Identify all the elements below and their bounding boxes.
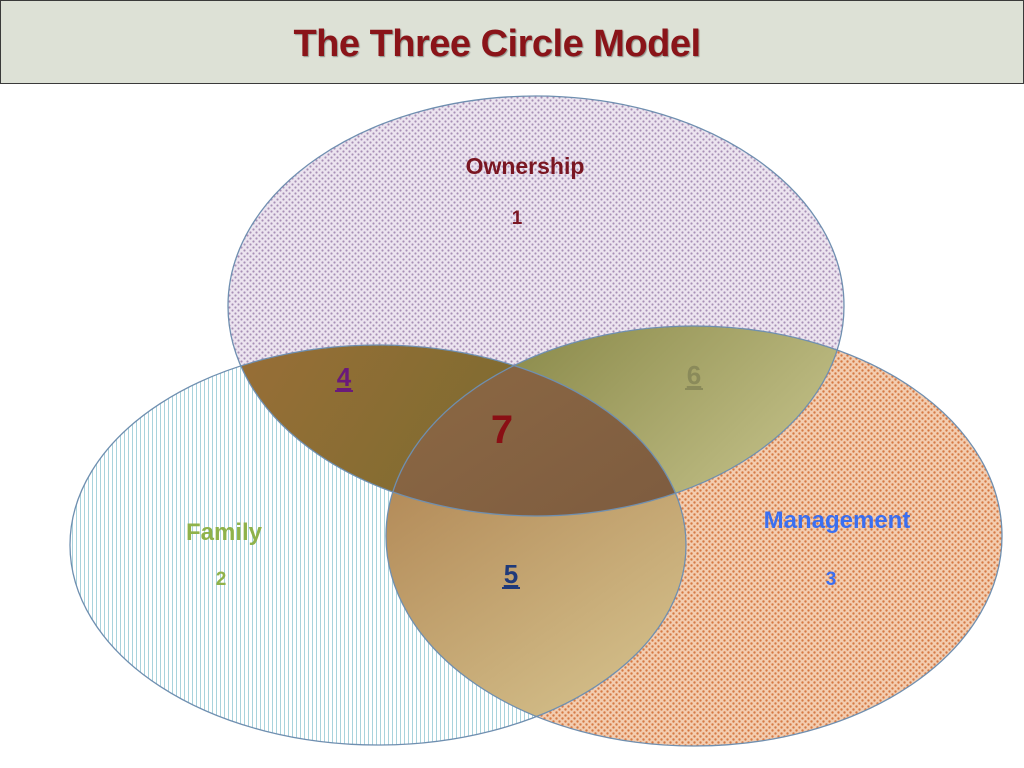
management-label: Management (764, 507, 911, 534)
overlap-all-three (386, 345, 686, 516)
family-circle-outline (69, 344, 687, 746)
management-circle-outline (385, 325, 1003, 747)
overlap-all-three-number: 7 (491, 408, 513, 452)
ownership-circle-outline (227, 95, 845, 517)
overlap-family-management-number: 5 (504, 559, 518, 589)
ownership-number: 1 (512, 208, 523, 229)
management-number: 3 (826, 569, 837, 590)
page-title: The Three Circle Model (293, 23, 701, 65)
overlap-ownership-management-number: 6 (687, 360, 701, 390)
overlap-ownership-family-number: 4 (337, 362, 352, 392)
family-label: Family (186, 519, 263, 546)
family-number: 2 (216, 569, 227, 590)
title-bar: The Three Circle Model (0, 0, 1024, 84)
ownership-label: Ownership (466, 153, 585, 179)
